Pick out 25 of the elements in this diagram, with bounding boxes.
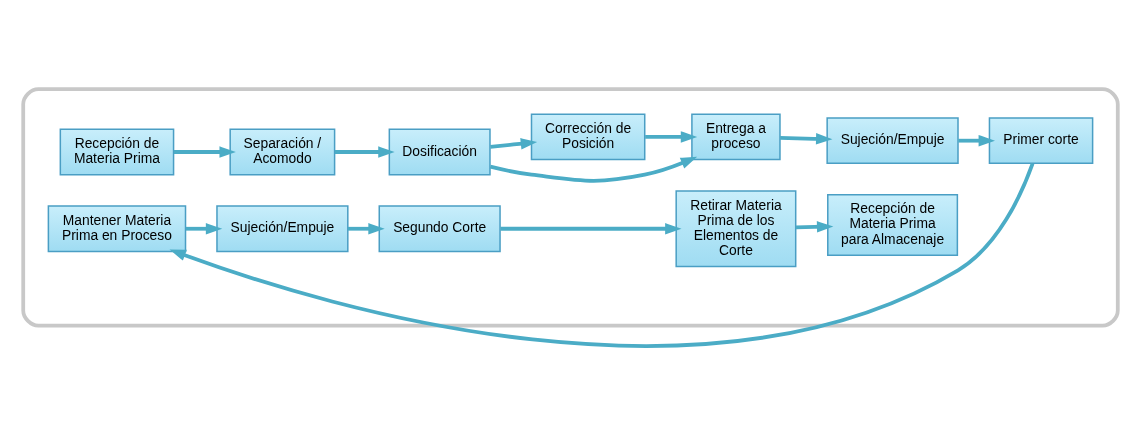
arrow — [173, 145, 236, 158]
arrow — [489, 156, 698, 183]
node-box: Entrega a proceso — [691, 113, 781, 160]
arrow — [185, 222, 223, 234]
node-box: Mantener Materia Prima en Proceso — [47, 204, 187, 252]
arrow — [780, 132, 833, 145]
node-box: Segundo Corte — [378, 204, 501, 252]
node-box: Recepción de Materia Prima — [59, 128, 175, 175]
arrow — [347, 222, 385, 234]
arrow — [490, 137, 538, 149]
cluster — [21, 86, 1120, 327]
arrow — [334, 145, 395, 158]
node-box: Sujeción/Empuje — [826, 116, 959, 164]
node-box: Recepción de Materia Prima para Almacenaje — [827, 193, 959, 256]
node-box: Separación / Acomodo — [229, 128, 336, 175]
arrow — [645, 130, 698, 143]
arrow — [169, 162, 1035, 347]
node-box: Sujeción/Empuje — [216, 204, 349, 252]
node-box: Retirar Materia Prima de los Elementos de Corte — [675, 189, 797, 267]
arrow — [795, 220, 834, 233]
node-box: Primer corte — [988, 116, 1094, 164]
node-box: Dosificación — [388, 128, 491, 175]
arrow — [958, 134, 995, 146]
node-box: Corrección de Posición — [530, 113, 646, 160]
arrow — [500, 222, 682, 234]
